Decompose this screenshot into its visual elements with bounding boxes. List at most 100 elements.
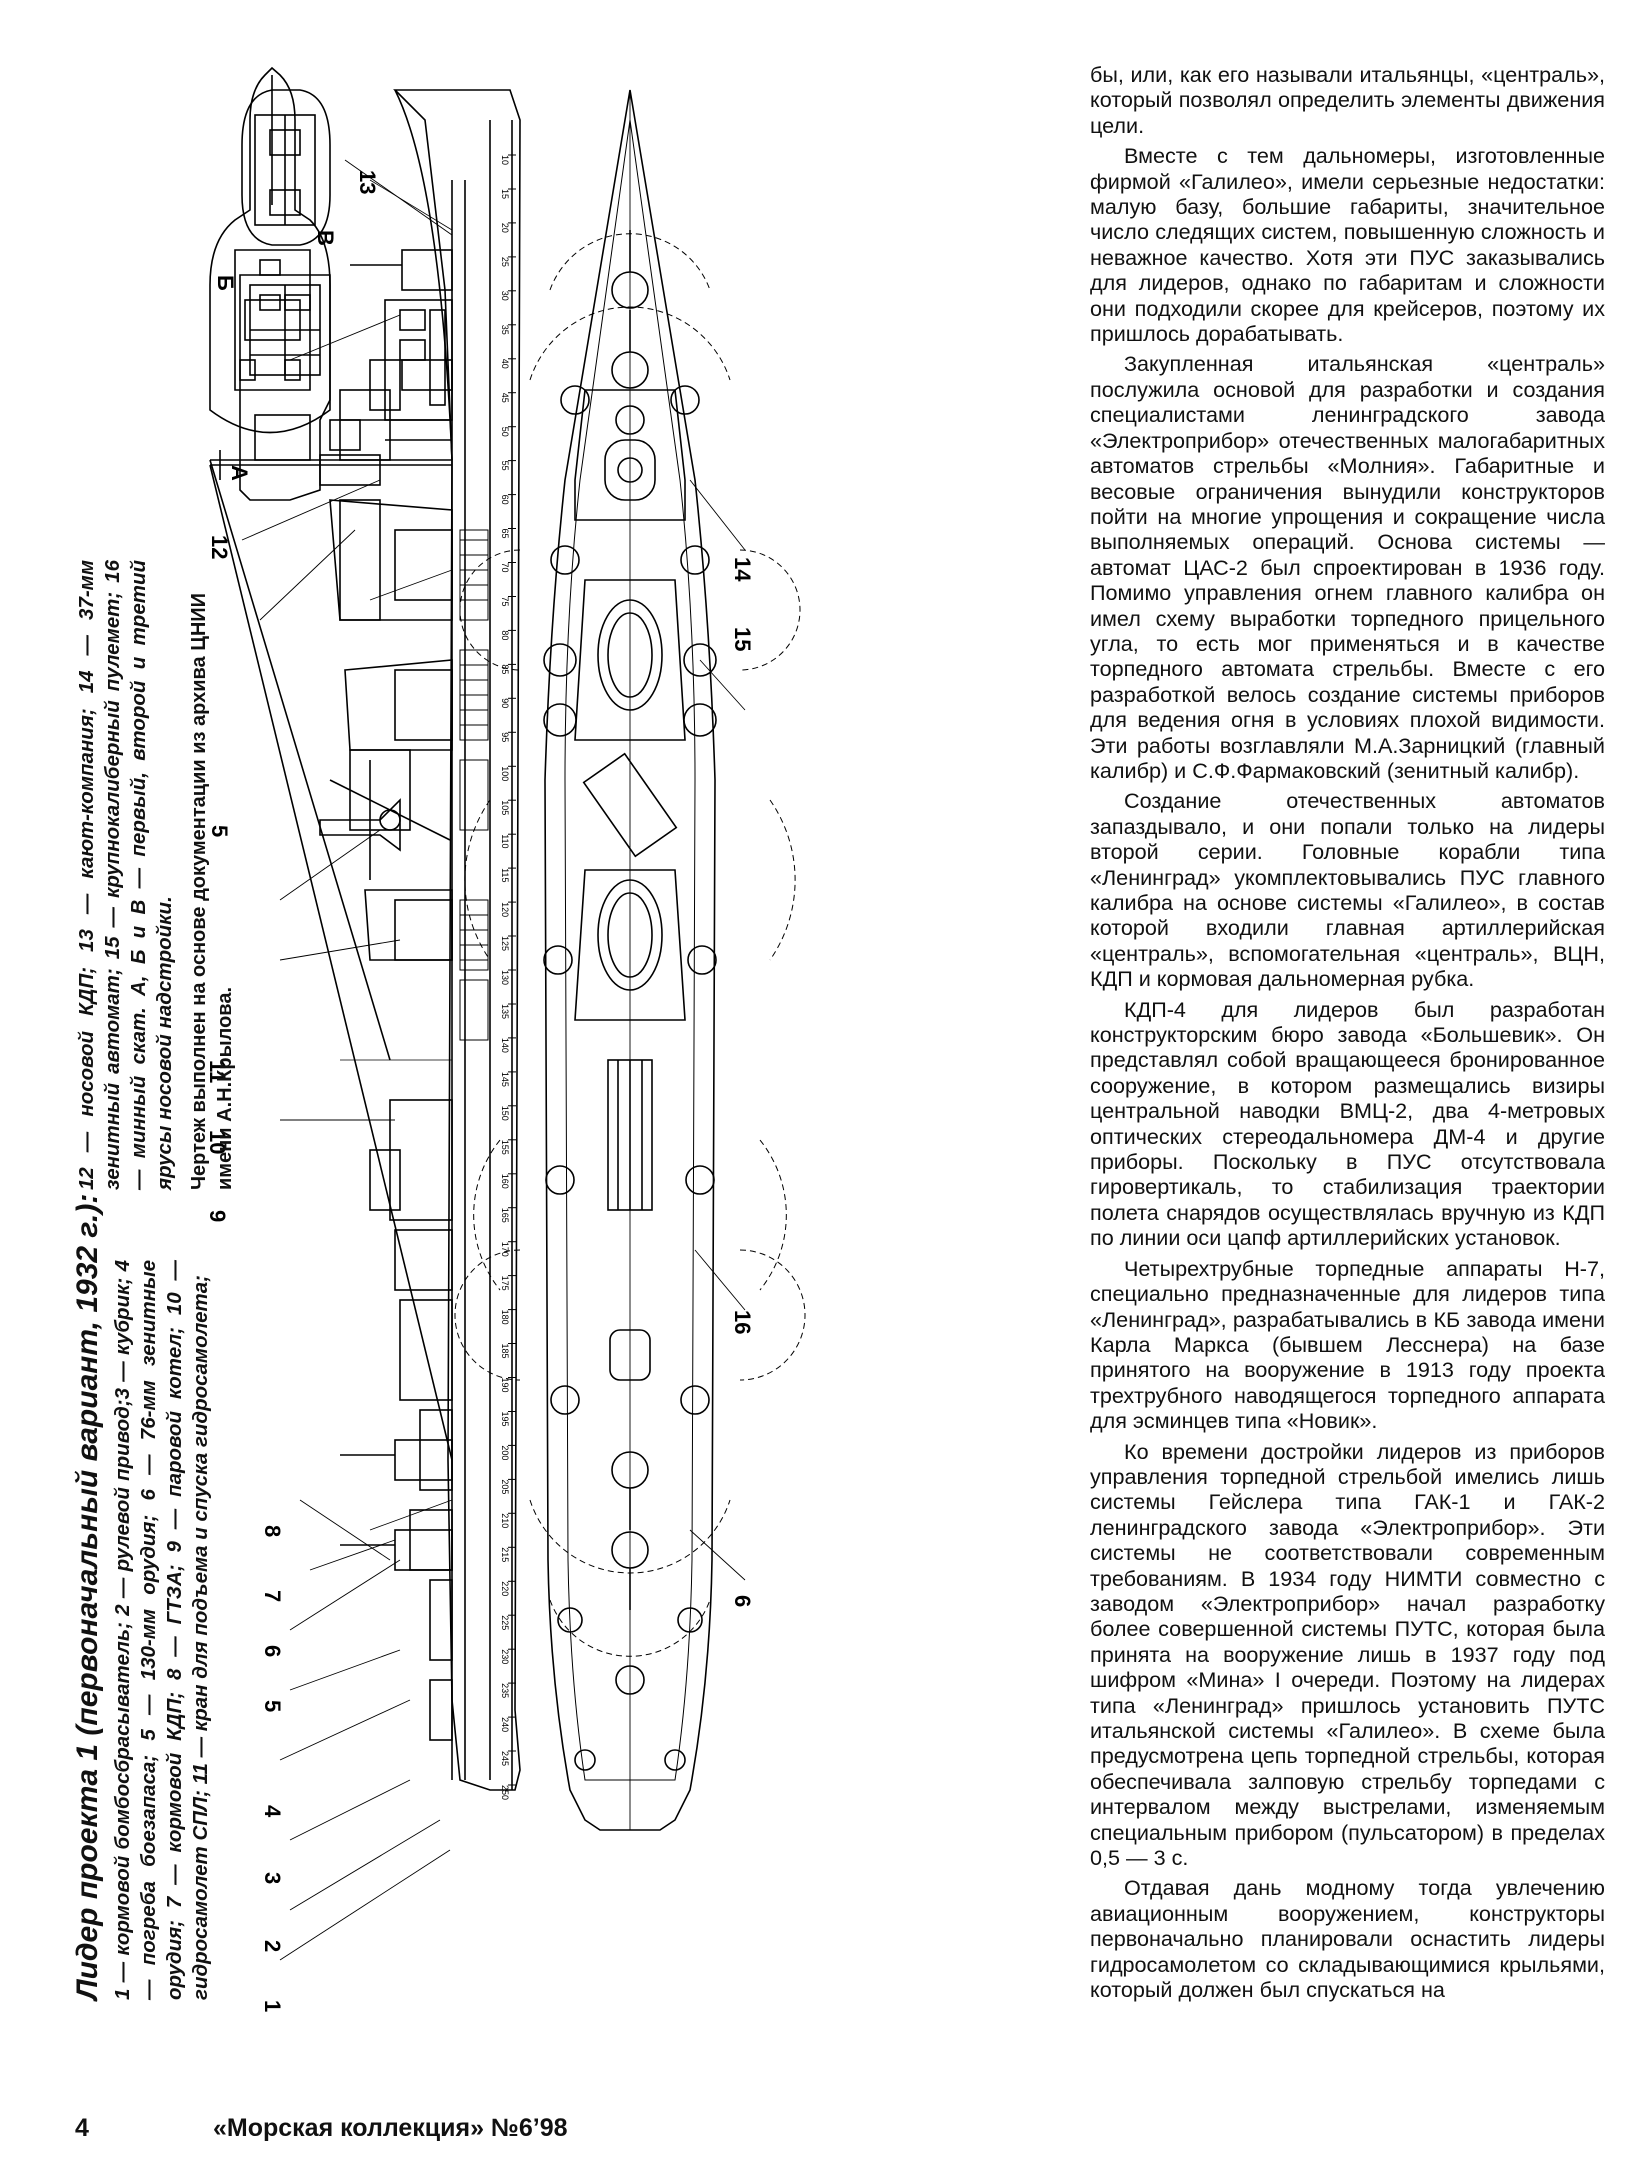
frame-ruler-labels: 1015202530354045505560657075808590951001… bbox=[500, 154, 516, 1800]
aft-superstructure bbox=[369, 1099, 453, 1741]
frame-label: 220 bbox=[500, 1581, 510, 1596]
plan-firing-arcs bbox=[454, 233, 806, 1657]
callout-15: 15 bbox=[730, 627, 755, 651]
callout-v: В bbox=[313, 230, 338, 246]
article-paragraph: бы, или, как его называли итальянцы, «це… bbox=[1090, 62, 1605, 138]
plan-torpedo-tubes bbox=[582, 752, 678, 1381]
frame-label: 70 bbox=[500, 563, 510, 573]
frame-label: 160 bbox=[500, 1174, 510, 1189]
caption-source-note: Чертеж выполнен на основе документации и… bbox=[188, 592, 236, 1190]
frame-label: 115 bbox=[500, 868, 510, 882]
frame-label: 60 bbox=[500, 495, 510, 505]
frame-label: 225 bbox=[500, 1615, 510, 1630]
foremast bbox=[209, 450, 453, 1461]
frame-label: 150 bbox=[500, 1106, 510, 1121]
frame-label: 10 bbox=[500, 155, 510, 165]
caption-legend-part-1: 1 — кормовой бомбосбрасыватель; 2 — руле… bbox=[111, 1260, 212, 2000]
frame-label: 165 bbox=[500, 1208, 510, 1223]
callout-7: 7 bbox=[260, 1590, 285, 1602]
frame-label: 205 bbox=[500, 1479, 510, 1494]
callout-a: А bbox=[227, 465, 252, 481]
callout-9: 9 bbox=[205, 1210, 230, 1222]
drawing-caption: Лидер проекта 1 (первоначальный вариант,… bbox=[70, 560, 236, 2000]
frame-label: 185 bbox=[500, 1344, 510, 1359]
forward-superstructure bbox=[319, 299, 453, 486]
ship-drawing: 1015202530354045505560657075808590951001… bbox=[205, 66, 806, 2012]
article-paragraph: Ко времени достройки лидеров из приборов… bbox=[1090, 1438, 1605, 1871]
article-paragraph: Вместе с тем дальномеры, изготовленные ф… bbox=[1090, 143, 1605, 347]
funnels-side bbox=[329, 499, 453, 961]
frame-label: 125 bbox=[500, 936, 510, 951]
frame-label: 170 bbox=[500, 1242, 510, 1257]
frame-label: 75 bbox=[500, 597, 510, 607]
frame-label: 230 bbox=[500, 1649, 510, 1664]
frame-label: 50 bbox=[500, 427, 510, 437]
side-angle-lines bbox=[340, 179, 453, 1531]
plan-gun-mounts bbox=[611, 230, 649, 1695]
caption-right-column: 12 — носовой КДП; 13 — кают-компания; 14… bbox=[70, 560, 238, 1190]
frame-label: 100 bbox=[500, 766, 510, 781]
page-number: 4 bbox=[75, 2114, 89, 2142]
frame-label: 210 bbox=[500, 1513, 510, 1528]
magazine-title: «Морская коллекция» №6’98 bbox=[213, 2114, 568, 2142]
callout-b: Б bbox=[213, 275, 238, 291]
callout-6-side: 6 bbox=[260, 1645, 285, 1657]
callout-1: 1 bbox=[260, 2000, 285, 2012]
frame-label: 130 bbox=[500, 970, 510, 985]
frame-label: 35 bbox=[500, 325, 510, 335]
guns-side bbox=[340, 249, 453, 1571]
callout-6-plan: 6 bbox=[730, 1595, 755, 1607]
frame-label: 180 bbox=[500, 1310, 510, 1325]
callout-3: 3 bbox=[260, 1872, 285, 1884]
callout-4: 4 bbox=[260, 1805, 285, 1818]
frame-label: 195 bbox=[500, 1412, 510, 1427]
frame-label: 215 bbox=[500, 1547, 510, 1562]
callout-10: 10 bbox=[205, 1130, 230, 1154]
plan-funnels bbox=[574, 579, 686, 1021]
frame-label: 190 bbox=[500, 1378, 510, 1393]
frame-label: 175 bbox=[500, 1276, 510, 1291]
frame-label: 120 bbox=[500, 902, 510, 917]
frame-label: 245 bbox=[500, 1751, 510, 1766]
callout-8: 8 bbox=[260, 1525, 285, 1537]
callout-2: 2 bbox=[260, 1940, 285, 1952]
callout-5-top: 5 bbox=[207, 825, 232, 837]
article-paragraph: КДП-4 для лидеров был разработан констру… bbox=[1090, 996, 1605, 1251]
frame-label: 90 bbox=[500, 698, 510, 708]
frame-label: 235 bbox=[500, 1683, 510, 1698]
frame-label: 95 bbox=[500, 732, 510, 742]
tier-plan-v bbox=[241, 89, 331, 246]
frame-label: 250 bbox=[500, 1785, 510, 1800]
callout-12: 12 bbox=[207, 535, 232, 559]
frame-label: 135 bbox=[500, 1004, 510, 1019]
frame-label: 20 bbox=[500, 223, 510, 233]
article-paragraph: Четырехтрубные торпедные аппараты Н-7, с… bbox=[1090, 1255, 1605, 1434]
frame-label: 105 bbox=[500, 800, 510, 815]
callout-5-bottom: 5 bbox=[260, 1700, 285, 1712]
callout-leaders bbox=[241, 159, 746, 1961]
callout-11: 11 bbox=[205, 1060, 230, 1083]
tier-plan-b bbox=[209, 66, 331, 434]
caption-title: Лидер проекта 1 (первоначальный вариант,… bbox=[71, 1193, 104, 2000]
plan-view bbox=[544, 89, 716, 1831]
plan-aa-mounts bbox=[543, 385, 717, 1771]
frame-label: 25 bbox=[500, 257, 510, 267]
frame-label: 155 bbox=[500, 1140, 510, 1155]
frame-label: 45 bbox=[500, 393, 510, 403]
frame-label: 55 bbox=[500, 461, 510, 471]
callout-16: 16 bbox=[730, 1310, 755, 1334]
caption-legend-part-2: 12 — носовой КДП; 13 — кают-компания; 14… bbox=[75, 560, 176, 1190]
article-paragraph: Создание отечественных автоматов запазды… bbox=[1090, 788, 1605, 992]
callout-13: 13 bbox=[355, 170, 380, 194]
frame-label: 80 bbox=[500, 630, 510, 640]
frame-label: 85 bbox=[500, 664, 510, 674]
article-column: бы, или, как его называли итальянцы, «це… bbox=[1090, 62, 1605, 2007]
frame-label: 200 bbox=[500, 1445, 510, 1460]
machinery-side bbox=[459, 529, 489, 1041]
article-paragraph: Закупленная итальянская «централь» послу… bbox=[1090, 351, 1605, 783]
frame-label: 65 bbox=[500, 529, 510, 539]
article-paragraph: Отдавая дань модному тогда увлечению ави… bbox=[1090, 1875, 1605, 2003]
frame-label: 40 bbox=[500, 359, 510, 369]
seaplane-crane bbox=[319, 760, 451, 880]
frame-label: 240 bbox=[500, 1717, 510, 1732]
